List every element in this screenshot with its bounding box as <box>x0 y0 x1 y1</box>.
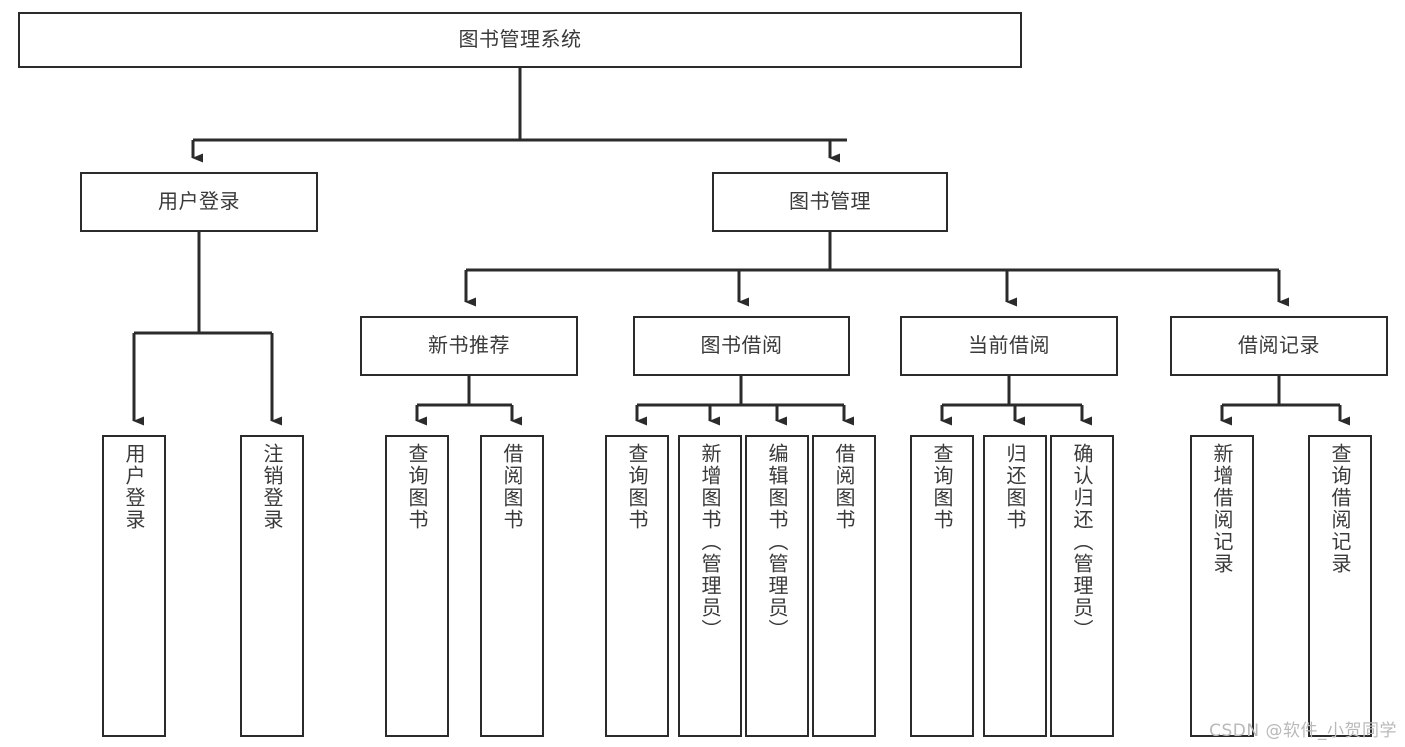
node-book-borrow-label: 图书借阅 <box>700 333 783 358</box>
node-leaf-user-login-label: 用户登录 <box>122 443 146 531</box>
node-leaf-borrow-book-2-label: 借阅图书 <box>832 443 856 531</box>
node-borrow-record[interactable]: 借阅记录 <box>1170 316 1388 376</box>
node-leaf-query-book-1[interactable]: 查询图书 <box>385 435 449 737</box>
node-leaf-add-book-admin[interactable]: 新增图书（管理员） <box>678 435 742 737</box>
node-root-label: 图书管理系统 <box>458 27 582 52</box>
node-new-book-recommend[interactable]: 新书推荐 <box>360 316 578 376</box>
node-leaf-user-login[interactable]: 用户登录 <box>102 435 166 737</box>
node-current-borrow[interactable]: 当前借阅 <box>900 316 1118 376</box>
node-leaf-query-book-3-label: 查询图书 <box>930 443 954 531</box>
node-borrow-record-label: 借阅记录 <box>1238 333 1320 358</box>
node-leaf-confirm-return-admin[interactable]: 确认归还（管理员） <box>1050 435 1114 737</box>
node-current-borrow-label: 当前借阅 <box>968 333 1050 358</box>
node-leaf-borrow-book-2[interactable]: 借阅图书 <box>812 435 876 737</box>
node-leaf-borrow-book-1-label: 借阅图书 <box>500 443 524 531</box>
node-leaf-logout-login[interactable]: 注销登录 <box>240 435 304 737</box>
node-leaf-borrow-book-1[interactable]: 借阅图书 <box>480 435 544 737</box>
node-leaf-query-borrow-record[interactable]: 查询借阅记录 <box>1308 435 1372 737</box>
node-leaf-query-book-2-label: 查询图书 <box>625 443 649 531</box>
node-user-login[interactable]: 用户登录 <box>80 172 318 232</box>
node-leaf-edit-book-admin[interactable]: 编辑图书（管理员） <box>745 435 809 737</box>
node-leaf-add-borrow-record[interactable]: 新增借阅记录 <box>1190 435 1254 737</box>
node-leaf-confirm-return-admin-label: 确认归还（管理员） <box>1070 443 1094 641</box>
node-user-login-label: 用户登录 <box>158 189 240 214</box>
node-leaf-return-book[interactable]: 归还图书 <box>983 435 1047 737</box>
node-book-manage-label: 图书管理 <box>789 189 871 214</box>
node-leaf-query-book-1-label: 查询图书 <box>405 443 429 531</box>
node-book-manage[interactable]: 图书管理 <box>712 172 948 232</box>
node-root[interactable]: 图书管理系统 <box>18 12 1022 68</box>
node-leaf-query-book-3[interactable]: 查询图书 <box>910 435 974 737</box>
node-leaf-logout-login-label: 注销登录 <box>260 443 284 531</box>
node-leaf-query-borrow-record-label: 查询借阅记录 <box>1328 443 1352 575</box>
node-leaf-query-book-2[interactable]: 查询图书 <box>605 435 669 737</box>
node-book-borrow[interactable]: 图书借阅 <box>633 316 850 376</box>
node-new-book-recommend-label: 新书推荐 <box>428 333 510 358</box>
node-leaf-add-borrow-record-label: 新增借阅记录 <box>1210 443 1234 575</box>
node-leaf-edit-book-admin-label: 编辑图书（管理员） <box>765 443 789 641</box>
node-leaf-return-book-label: 归还图书 <box>1003 443 1027 531</box>
node-leaf-add-book-admin-label: 新增图书（管理员） <box>698 443 722 641</box>
